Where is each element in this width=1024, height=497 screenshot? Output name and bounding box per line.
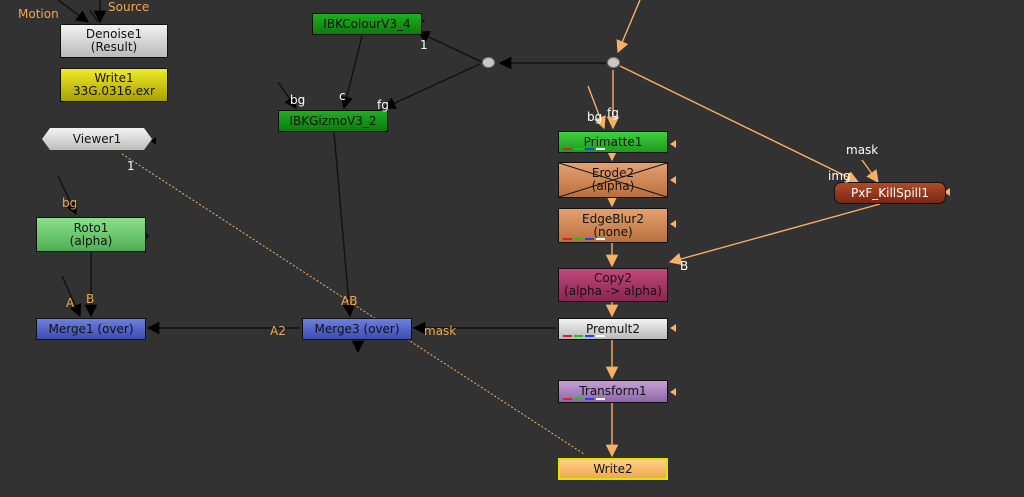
node-merge1[interactable]: Merge1 (over) — [36, 318, 146, 340]
channel-indicator — [563, 398, 605, 400]
node-edgeblur2-label: EdgeBlur2 — [582, 211, 644, 226]
node-erode2[interactable]: Erode2 (alpha) — [558, 162, 668, 198]
node-primatte1[interactable]: Primatte1 — [558, 131, 668, 153]
dot-right[interactable] — [607, 57, 620, 68]
input-label-primatte-fg: fg — [607, 106, 619, 120]
node-ibk-gizmo-label: IBKGizmoV3_2 — [289, 113, 377, 128]
wire-motion — [57, 0, 90, 23]
wire-gizmo-merge3 — [333, 131, 356, 318]
channel-indicator — [563, 238, 605, 240]
node-write1-sub: 33G.0316.exr — [73, 84, 155, 98]
wire-dot-killspill — [619, 65, 860, 183]
node-ibk-colour-label: IBKColourV3_4 — [323, 16, 411, 31]
wire-colour-gizmo — [340, 35, 363, 110]
wire-dot-colour — [416, 31, 483, 63]
input-label-roto-bg: bg — [62, 196, 78, 210]
erode-mask-arrow — [670, 176, 676, 184]
node-viewer1-label: Viewer1 — [72, 131, 122, 146]
input-label-merge1-b: B — [86, 292, 95, 306]
node-viewer1[interactable]: Viewer1 — [42, 128, 152, 150]
node-merge3[interactable]: Merge3 (over) — [302, 318, 412, 340]
channel-indicator — [563, 148, 605, 150]
node-copy2-sub: (alpha -> alpha) — [564, 284, 662, 298]
wire-primatte-bg — [587, 85, 606, 130]
transform-mask-arrow — [670, 388, 676, 396]
wire-source-b — [89, 9, 99, 23]
input-label-killspill-mask: mask — [846, 143, 879, 157]
node-roto1-label: Roto1 — [73, 220, 109, 235]
input-label-motion: Motion — [18, 7, 59, 21]
wire-roto-bg — [57, 175, 77, 216]
wire-top — [616, 0, 641, 54]
input-label-gizmo-c: c — [339, 89, 346, 103]
node-premult2[interactable]: Premult2 — [558, 318, 668, 340]
channel-indicator — [563, 335, 605, 337]
node-edgeblur2[interactable]: EdgeBlur2 (none) — [558, 208, 668, 243]
disabled-cross-icon — [559, 163, 667, 197]
dot-left[interactable] — [482, 57, 495, 68]
node-write1[interactable]: Write1 33G.0316.exr — [60, 68, 168, 102]
node-copy2-label: Copy2 — [593, 271, 633, 285]
node-denoise1-sub: (Result) — [90, 40, 138, 54]
node-write2-label: Write2 — [593, 461, 633, 476]
wire-gizmo-bg — [277, 81, 297, 110]
node-write2[interactable]: Write2 — [558, 458, 668, 480]
input-label-gizmo-bg: bg — [290, 93, 306, 107]
input-label-copy-b: B — [680, 259, 689, 273]
input-label-merge3-ab: AB — [341, 294, 358, 308]
killspill-side-arrow — [944, 188, 950, 196]
node-roto1[interactable]: Roto1 (alpha) — [36, 217, 146, 252]
input-label-killspill-img: img — [828, 169, 851, 183]
input-label-viewer-1: 1 — [127, 159, 135, 173]
input-label-colour-1: 1 — [420, 38, 428, 52]
node-transform1-label: Transform1 — [579, 384, 647, 398]
node-premult2-label: Premult2 — [585, 321, 641, 336]
input-label-merge1-a: A — [66, 296, 75, 310]
node-ibk-colour[interactable]: IBKColourV3_4 — [312, 13, 422, 35]
node-merge1-label: Merge1 (over) — [48, 321, 134, 336]
primatte-mask-arrow — [670, 140, 676, 148]
premult-mask-arrow — [670, 324, 676, 332]
node-denoise1[interactable]: Denoise1 (Result) — [60, 24, 168, 58]
node-erode2-sub: (alpha) — [591, 179, 635, 193]
node-killspill[interactable]: PxF_KillSpill1 — [834, 182, 946, 204]
viewer-side-arrow — [151, 137, 156, 145]
node-write1-label: Write1 — [94, 71, 134, 85]
input-label-merge3-a2: A2 — [270, 324, 286, 338]
node-merge3-label: Merge3 (over) — [314, 321, 400, 336]
input-label-source: Source — [108, 0, 150, 14]
wire-killspill-copy — [668, 203, 881, 266]
node-ibk-gizmo[interactable]: IBKGizmoV3_2 — [278, 110, 388, 132]
node-denoise1-label: Denoise1 — [85, 27, 143, 41]
input-label-primatte-bg: bg — [587, 110, 603, 124]
input-label-merge3-mask: mask — [424, 324, 457, 338]
input-label-gizmo-fg: fg — [377, 98, 389, 112]
node-primatte1-label: Primatte1 — [583, 134, 643, 149]
wire-killspill-mask — [861, 159, 879, 184]
node-killspill-label: PxF_KillSpill1 — [851, 185, 929, 200]
wire-merge1-a — [61, 275, 82, 318]
node-roto1-sub: (alpha) — [69, 233, 113, 248]
wire-dot-gizmo — [382, 63, 481, 110]
node-copy2[interactable]: Copy2 (alpha -> alpha) — [558, 268, 668, 302]
node-edgeblur2-sub: (none) — [593, 224, 633, 239]
edgeblur-mask-arrow — [670, 220, 676, 228]
node-transform1[interactable]: Transform1 — [558, 380, 668, 403]
